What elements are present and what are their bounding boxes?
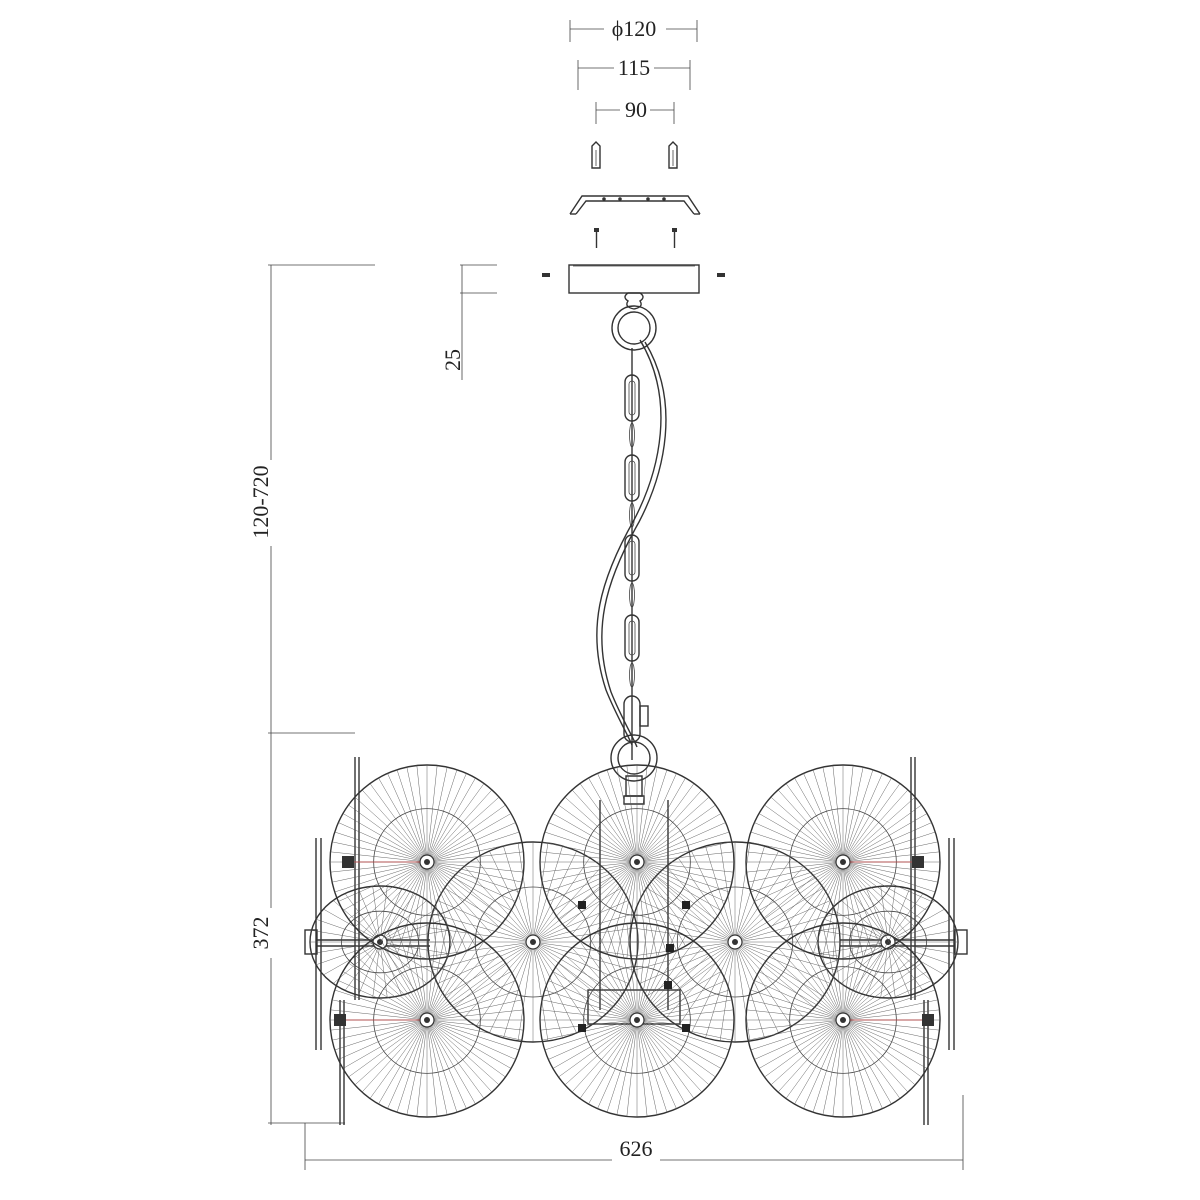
dimension-suspension-range: 120-720 [248,264,375,1125]
body-height-label: 372 [248,917,273,950]
dimension-canopy-diameter: ϕ120 [569,16,698,42]
wall-anchor-icon [591,141,678,169]
light-sockets [334,856,934,1032]
power-cable [596,339,667,748]
chain-link [624,614,640,662]
chain-link-side [629,582,635,608]
suspension-range-label: 120-720 [248,465,273,538]
frame-joint [578,1024,586,1032]
dimension-screw-spacing: 90 [595,97,675,124]
screw-spacing-label: 90 [625,97,647,122]
chain-link-side [629,422,635,448]
dimension-body-width: 626 [304,1095,964,1170]
chain-link-side [629,662,635,688]
body-width-label: 626 [620,1136,653,1161]
chain-link-side [629,502,635,528]
disc-shade [329,764,525,960]
canopy-height-label: 25 [440,349,465,371]
mounting-bracket-icon [569,195,701,215]
dimension-canopy-height: 25 [440,264,497,380]
dimension-bracket-width: 115 [577,55,691,90]
body-connector-ring [610,695,658,805]
disc-shade [309,885,451,999]
ceiling-hook-icon [611,292,657,351]
chain-link [624,454,640,502]
frame-joint [682,1024,690,1032]
disc-shade [817,885,959,999]
frame-joint [578,901,586,909]
socket-block [922,1014,934,1026]
chain-link-inner [628,540,636,576]
canopy-diameter-label: ϕ120 [612,16,657,41]
disc-shade [427,841,639,1043]
frame-joint [682,901,690,909]
dimension-body-height: 372 [248,908,345,1124]
frame-joint [666,944,674,952]
suspension-chain [624,348,640,760]
frame-joint [664,981,672,989]
disc-shades [309,764,959,1118]
chain-link-inner [628,460,636,496]
socket-block [912,856,924,868]
bracket-width-label: 115 [618,55,650,80]
canopy-icon [542,264,725,294]
screw-icon [594,228,677,248]
chain-link-inner [628,380,636,416]
disc-shade [329,922,525,1118]
chain-link [624,374,640,422]
socket-block [342,856,354,868]
socket-block [334,1014,346,1026]
chain-link-inner [628,620,636,656]
frame-structure [304,757,968,1125]
disc-shade [539,764,735,960]
